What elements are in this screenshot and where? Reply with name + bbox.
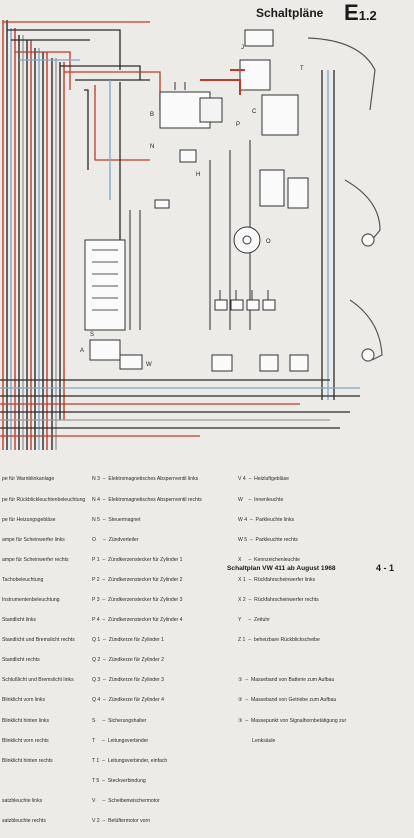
- legend-item: Blinklicht hinten links: [2, 717, 49, 724]
- relay-top: J: [241, 29, 274, 51]
- distributor: O: [214, 226, 276, 311]
- legend-item: P 2 – Zündkerzenstecker für Zylinder 2: [92, 576, 183, 583]
- label-w: W: [146, 362, 152, 368]
- legend-item: S – Sicherungshalter: [92, 717, 147, 724]
- legend-item: T 5 – Steckverbindung: [92, 777, 146, 784]
- section-code: E1.2: [344, 0, 377, 26]
- legend-item: V 2 – Belüftermotor vorn: [92, 818, 151, 824]
- legend-item: [238, 657, 410, 664]
- legend-item: ② – Masseband von Getriebe zum Aufbau: [238, 697, 337, 704]
- section-letter: E: [344, 0, 359, 25]
- label-plug: P: [236, 122, 240, 128]
- label-distributor: O: [266, 239, 271, 245]
- section-number: 1.2: [358, 8, 377, 23]
- starter-motor: B: [150, 91, 223, 129]
- legend-item: O – Zündverteiler: [92, 536, 139, 543]
- top-runs: [3, 21, 200, 240]
- legend-item: [2, 778, 85, 785]
- legend-item: Instrumentenbeleuchtung: [2, 596, 60, 603]
- legend-item: Standlicht rechts: [2, 657, 40, 664]
- legend-item: ampe für Scheinwerfer links: [2, 536, 65, 543]
- page-number: 4 - 1: [376, 563, 395, 573]
- legend-item: P 3 – Zündkerzenstecker für Zylinder 3: [92, 596, 183, 603]
- legend-column-2: N 3 – Elektromagnetisches Absperrventil …: [92, 463, 232, 838]
- legend-item: Blinklicht hinten rechts: [2, 757, 53, 764]
- legend-item: pe für Rückblickleuchtenbeleuchtung: [2, 496, 85, 503]
- fuse-box: S: [84, 210, 141, 338]
- legend-item: P 4 – Zündkerzenstecker für Zylinder 4: [92, 617, 183, 624]
- legend-item: satzbleuchte rechts: [2, 818, 46, 824]
- wiring-schematic: B C J O: [0, 20, 383, 450]
- legend-item: X 2 – Rückfahrscheinwerfer rechts: [238, 596, 319, 603]
- legend-item: ampe für Scheinwerfer rechts: [2, 556, 69, 563]
- legend-item: Q 2 – Zündkerze für Zylinder 2: [92, 657, 164, 664]
- legend-item: N 3 – Elektromagnetisches Absperrventil …: [92, 476, 199, 483]
- legend-item: W 5 – Parkleuchte rechts: [238, 536, 298, 543]
- legend-column-3: V 4 – Heizluftgebläse W – Innenleuchte W…: [238, 463, 410, 758]
- battery: A: [80, 339, 121, 361]
- legend-column-1: pe für Warnblinkanlage pe für Rückblickl…: [2, 463, 85, 838]
- legend-item: Y – Zeituhr: [238, 617, 270, 624]
- generator: C: [174, 59, 299, 136]
- legend-item: satzbleuchte links: [2, 797, 43, 804]
- label-fuse: S: [90, 332, 94, 338]
- legend-item: T 1 – Leitungsverbinder, einfach: [92, 757, 168, 764]
- page-title: Schaltpläne: [256, 6, 324, 20]
- legend-item: ① – Masseband von Batterie zum Aufbau: [238, 677, 335, 684]
- legend-item: pe für Warnblinkanlage: [2, 476, 55, 483]
- legend-item: Q 4 – Zündkerze für Zylinder 4: [92, 697, 164, 704]
- legend-item: V – Scheibenwischermotor: [92, 797, 160, 804]
- legend-item: Q 3 – Zündkerze für Zylinder 3: [92, 677, 164, 684]
- legend-item: V 4 – Heizluftgebläse: [238, 476, 289, 483]
- legend-item: Q 1 – Zündkerze für Zylinder 1: [92, 637, 164, 644]
- left-harness: [2, 20, 65, 450]
- legend-item: Standlicht und Bremslicht rechts: [2, 637, 75, 644]
- headlights-right: [307, 37, 383, 362]
- legend-item: Tachobeleuchtung: [2, 576, 44, 583]
- label-connector: T: [300, 66, 304, 72]
- label-relay: J: [241, 45, 244, 51]
- label-fuse-h: H: [196, 172, 200, 178]
- wiring-diagram-page: Schaltpläne E1.2: [0, 0, 395, 824]
- legend-item: T – Leitungsverbinder: [92, 737, 149, 744]
- legend-item: W 4 – Parkleuchte links: [238, 516, 295, 523]
- legend-item: Blinklicht vorn rechts: [2, 737, 49, 744]
- label-starter: B: [150, 112, 154, 118]
- legend-item: Z 1 – beheizbare Rückblickscheibe: [238, 637, 320, 644]
- legend-item: Blinklicht vorn links: [2, 697, 46, 704]
- legend-item: Schlußlicht und Bremslicht links: [2, 677, 74, 684]
- ignition-group: [209, 70, 335, 400]
- legend-item: pe für Heizungsgebläse: [2, 516, 56, 523]
- wiper-motor: W: [119, 354, 309, 372]
- legend-item: W – Innenleuchte: [238, 496, 284, 503]
- legend-item: X 1 – Rückfahrscheinwerfer links: [238, 576, 316, 583]
- legend-item: N 5 – Steuermagnet: [92, 516, 141, 523]
- lower-runs: [0, 379, 360, 437]
- legend-item: Standlicht links: [2, 617, 36, 624]
- label-battery: A: [80, 348, 84, 354]
- legend-item: P 1 – Zündkerzenstecker für Zylinder 1: [92, 556, 183, 563]
- legend-item: X – Kennzeichenleuchte: [238, 556, 301, 563]
- legend-item: Lenksäule: [238, 737, 276, 744]
- label-generator: C: [252, 109, 257, 115]
- footer-caption: Schaltplan VW 411 ab August 1968: [227, 565, 336, 572]
- label-valve: N: [150, 144, 154, 150]
- legend-item: N 4 – Elektromagnetisches Absperrventil …: [92, 496, 202, 503]
- legend-item: ③ – Massepunkt von Signalhornbetätigung …: [238, 717, 347, 724]
